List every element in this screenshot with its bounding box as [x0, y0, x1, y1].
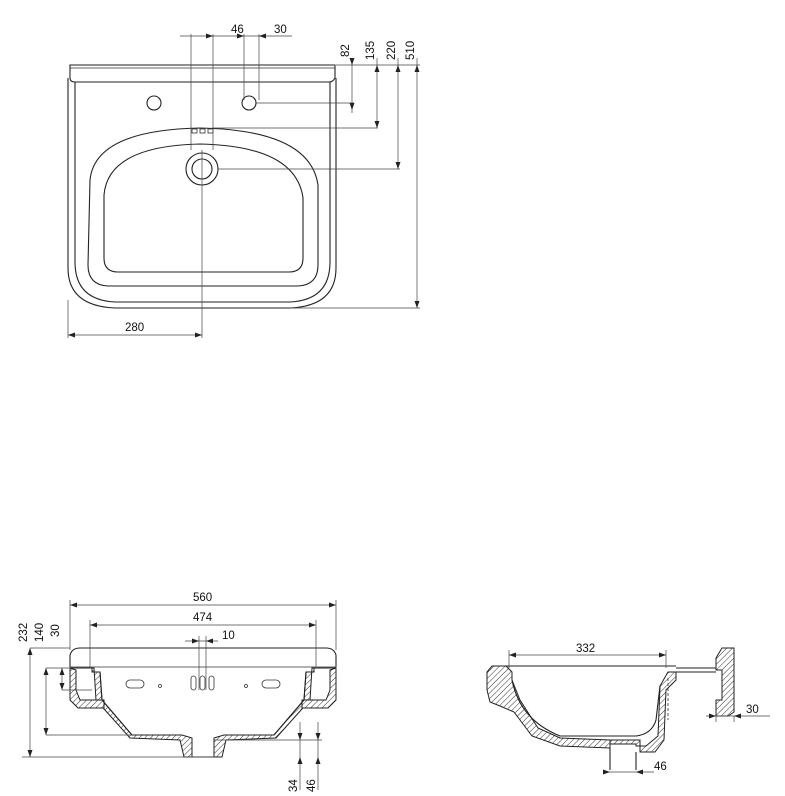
section-wall-right: [213, 667, 336, 758]
overflow-hole: [261, 679, 281, 689]
front-section-view: 560 474 10 232 140 30: [18, 592, 337, 792]
dim-140-label: 140: [34, 623, 46, 642]
wall-bracket: [715, 647, 735, 717]
dim-30-label: 30: [274, 24, 287, 36]
side-section-view: 46 332 30: [486, 643, 770, 775]
dim-46-side-label: 46: [654, 761, 667, 773]
bowl-section-contour: [99, 671, 307, 736]
dim-135-label: 135: [365, 41, 377, 60]
top-view: 46 30 82 135 220 510 280: [67, 24, 420, 338]
basin-rim-outline: [69, 64, 336, 83]
overflow-slot: [191, 128, 198, 134]
dim-34-label: 34: [288, 779, 300, 792]
dim-10-label: 10: [222, 630, 235, 642]
side-section-back-wall: [609, 671, 677, 753]
section-wall-left: [70, 667, 193, 758]
overflow-slot: [207, 128, 214, 134]
overflow-slot: [199, 128, 206, 134]
dim-332-label: 332: [576, 643, 595, 655]
dim-510-label: 510: [405, 41, 417, 60]
dim-220-label: 220: [386, 41, 398, 60]
dim-30-front-label: 30: [50, 624, 62, 637]
basin-body-outline: [74, 82, 331, 303]
dim-46-label: 46: [231, 24, 244, 36]
dim-82-label: 82: [340, 44, 352, 57]
dim-30-side-label: 30: [746, 704, 759, 716]
dim-280-label: 280: [125, 322, 144, 334]
bowl-inner-outline: [103, 143, 304, 273]
overflow-slot: [199, 675, 206, 691]
tap-hole-left: [146, 95, 162, 111]
dim-560-label: 560: [193, 592, 212, 604]
dim-46-front-label: 46: [306, 779, 318, 792]
overflow-slot: [190, 675, 197, 691]
overflow-hole: [125, 679, 145, 689]
dim-232-label: 232: [18, 623, 30, 642]
bowl-outer-outline: [87, 127, 319, 287]
overflow-slot: [208, 675, 215, 691]
dim-474-label: 474: [193, 612, 213, 624]
